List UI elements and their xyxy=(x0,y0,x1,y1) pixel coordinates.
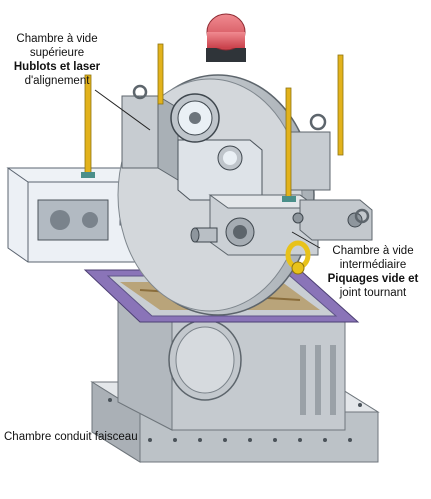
label-upper-line4: d'alignement xyxy=(24,75,90,87)
label-beam-conduit: Chambre conduit faisceau xyxy=(4,430,138,444)
leader-lines xyxy=(94,89,321,249)
label-beam-line1: Chambre conduit faisceau xyxy=(4,431,138,443)
label-upper-line1: Chambre à vide xyxy=(16,33,98,45)
label-intermediate-chamber: Chambre à vide intermédiaire Piquages vi… xyxy=(318,244,428,300)
label-upper-line3: Hublots et laser xyxy=(13,61,101,73)
intermediate-chamber xyxy=(208,194,373,256)
upper-chamber xyxy=(121,95,331,201)
label-intermediate-line4: joint tournant xyxy=(339,287,407,299)
eye-bolts xyxy=(132,84,370,224)
vacuum-ports xyxy=(190,227,218,243)
label-intermediate-line1: Chambre à vide xyxy=(332,245,414,257)
label-upper-chamber: Chambre à vide supérieure Hublots et las… xyxy=(2,32,112,88)
lifting-hook xyxy=(285,240,311,275)
label-intermediate-line3: Piquages vide et xyxy=(327,273,419,285)
beam-port-flange xyxy=(168,319,242,401)
viewport-window xyxy=(170,93,220,143)
yellow-rods xyxy=(81,43,344,202)
label-upper-line2: supérieure xyxy=(29,47,85,59)
label-intermediate-line2: intermédiaire xyxy=(339,259,407,271)
warning-beacon xyxy=(206,13,246,62)
viewport-window-2 xyxy=(217,145,243,171)
